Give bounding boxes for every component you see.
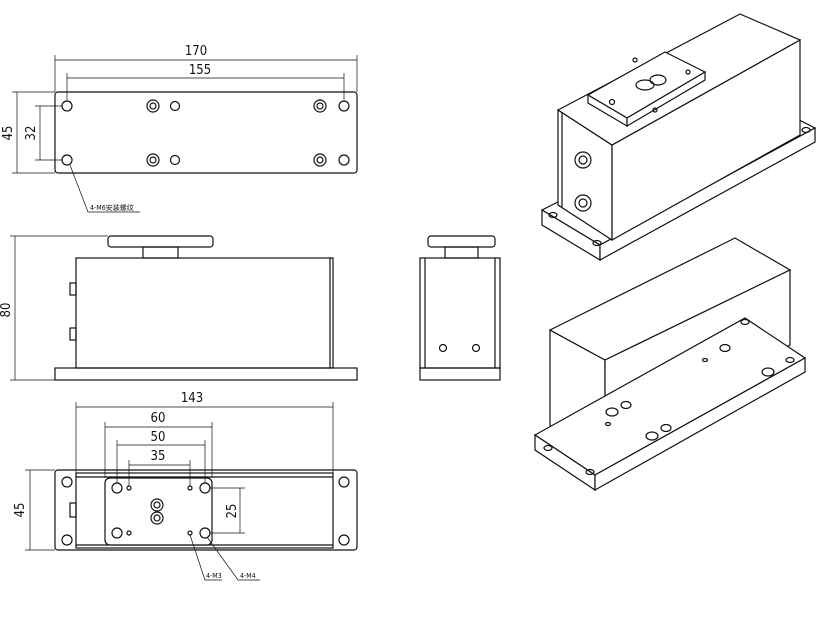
note-mount-thread: 4-M6安装螺纹 <box>90 203 134 212</box>
dim-155: 155 <box>189 63 211 78</box>
bottom-view: 143 60 50 35 25 45 4-M3 4-M4 <box>13 391 358 581</box>
isometric-view-top <box>540 13 817 262</box>
dim-80: 80 <box>0 303 14 318</box>
dim-50: 50 <box>151 430 166 445</box>
dim-60: 60 <box>151 411 166 426</box>
top-view: 170 155 45 32 4-M6安装螺纹 <box>1 44 358 213</box>
isometric-view-bottom <box>533 237 807 492</box>
front-view: 80 <box>0 235 358 381</box>
note-m4: 4-M4 <box>240 572 256 580</box>
dim-35: 35 <box>151 449 166 464</box>
note-m3: 4-M3 <box>206 572 222 580</box>
dim-45-top: 45 <box>1 126 16 141</box>
dim-143: 143 <box>181 391 203 406</box>
dim-170: 170 <box>185 44 207 59</box>
dim-45-bottom: 45 <box>13 503 28 518</box>
dim-25: 25 <box>225 504 240 519</box>
dim-32: 32 <box>24 126 39 141</box>
side-view <box>419 235 501 381</box>
